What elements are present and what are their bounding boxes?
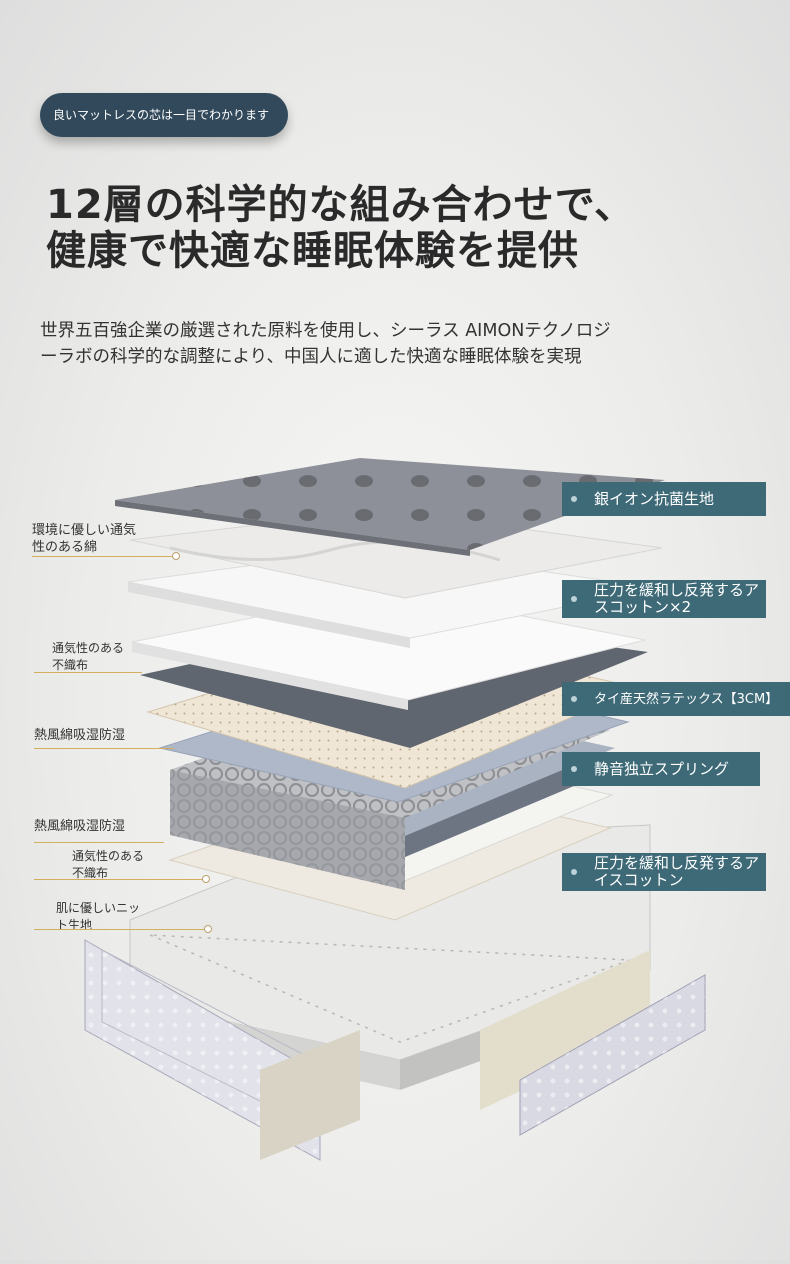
page-headline: 12層の科学的な組み合わせで、 健康で快適な睡眠体験を提供 [46, 182, 635, 274]
label-silent-pocket-springs: 静音独立スプリング [562, 752, 760, 786]
leader-line [34, 879, 204, 880]
label-text: 圧力を緩和し反発するア [594, 854, 760, 872]
label-text: スコットン×2 [594, 598, 692, 616]
mattress-exploded-view [84, 458, 706, 1161]
label-eco-breathable-cotton: 環境に優しい通気 性のある綿 [32, 522, 136, 556]
label-text: 静音独立スプリング [594, 759, 730, 778]
label-text: 通気性のある [52, 641, 125, 655]
label-marker-icon [571, 869, 577, 875]
intro-badge: 良いマットレスの芯は一目でわかります [40, 93, 288, 137]
leader-dot [172, 552, 180, 560]
label-text: 熱風綿吸湿防湿 [34, 819, 126, 834]
label-marker-icon [571, 596, 577, 602]
label-text: 不織布 [52, 658, 89, 672]
intro-badge-text: 良いマットレスの芯は一目でわかります [53, 108, 270, 122]
label-text: イスコットン [594, 871, 684, 889]
subtitle-line-2: ーラボの科学的な調整により、中国人に適した快適な睡眠体験を実現 [40, 347, 582, 367]
label-marker-icon [571, 766, 577, 772]
label-thai-natural-latex: タイ産天然ラテックス【3CM】 [562, 682, 790, 716]
label-pressure-relief-cotton: 圧力を緩和し反発するア イスコットン [562, 853, 766, 891]
label-silver-ion-fabric: 銀イオン抗菌生地 [562, 482, 766, 516]
label-text: 銀イオン抗菌生地 [594, 489, 715, 508]
label-text: 通気性のある [72, 849, 145, 863]
leader-dot [204, 925, 212, 933]
label-skin-friendly-knit: 肌に優しいニッ ト生地 [56, 900, 140, 934]
label-hot-air-cotton-upper: 熱風綿吸湿防湿 [34, 727, 125, 744]
label-text: 不織布 [72, 866, 109, 880]
label-text: 圧力を緩和し反発するア [594, 581, 760, 599]
leader-line [34, 929, 206, 930]
leader-line [32, 556, 174, 557]
label-marker-icon [571, 496, 577, 502]
label-text: 環境に優しい通気 [32, 523, 137, 538]
label-text: 肌に優しいニッ [56, 901, 141, 915]
leader-line [34, 842, 164, 843]
label-marker-icon [571, 696, 577, 702]
label-hot-air-cotton-lower: 熱風綿吸湿防湿 [34, 818, 125, 835]
leader-line [34, 748, 174, 749]
side-panels [84, 939, 706, 1161]
label-text: ト生地 [56, 918, 93, 932]
subtitle-line-1: 世界五百強企業の厳選された原料を使用し、シーラス AIMONテクノロジ [40, 321, 611, 341]
label-text: 熱風綿吸湿防湿 [34, 728, 126, 743]
page-subtitle: 世界五百強企業の厳選された原料を使用し、シーラス AIMONテクノロジ ーラボの… [40, 318, 750, 370]
label-breathable-nonwoven-upper: 通気性のある 不織布 [52, 640, 124, 674]
headline-line-2: 健康で快適な睡眠体験を提供 [46, 228, 579, 274]
headline-line-1: 12層の科学的な組み合わせで、 [46, 182, 636, 228]
leader-line [34, 672, 142, 673]
label-breathable-nonwoven-lower: 通気性のある 不織布 [72, 848, 144, 882]
label-text: タイ産天然ラテックス【3CM】 [594, 691, 779, 707]
label-pressure-relief-cotton-x2: 圧力を緩和し反発するア スコットン×2 [562, 580, 766, 618]
leader-dot [202, 875, 210, 883]
mattress-layer-illustration: 銀イオン抗菌生地 圧力を緩和し反発するア スコットン×2 タイ産天然ラテックス【… [0, 430, 790, 1260]
label-text: 性のある綿 [32, 540, 98, 555]
